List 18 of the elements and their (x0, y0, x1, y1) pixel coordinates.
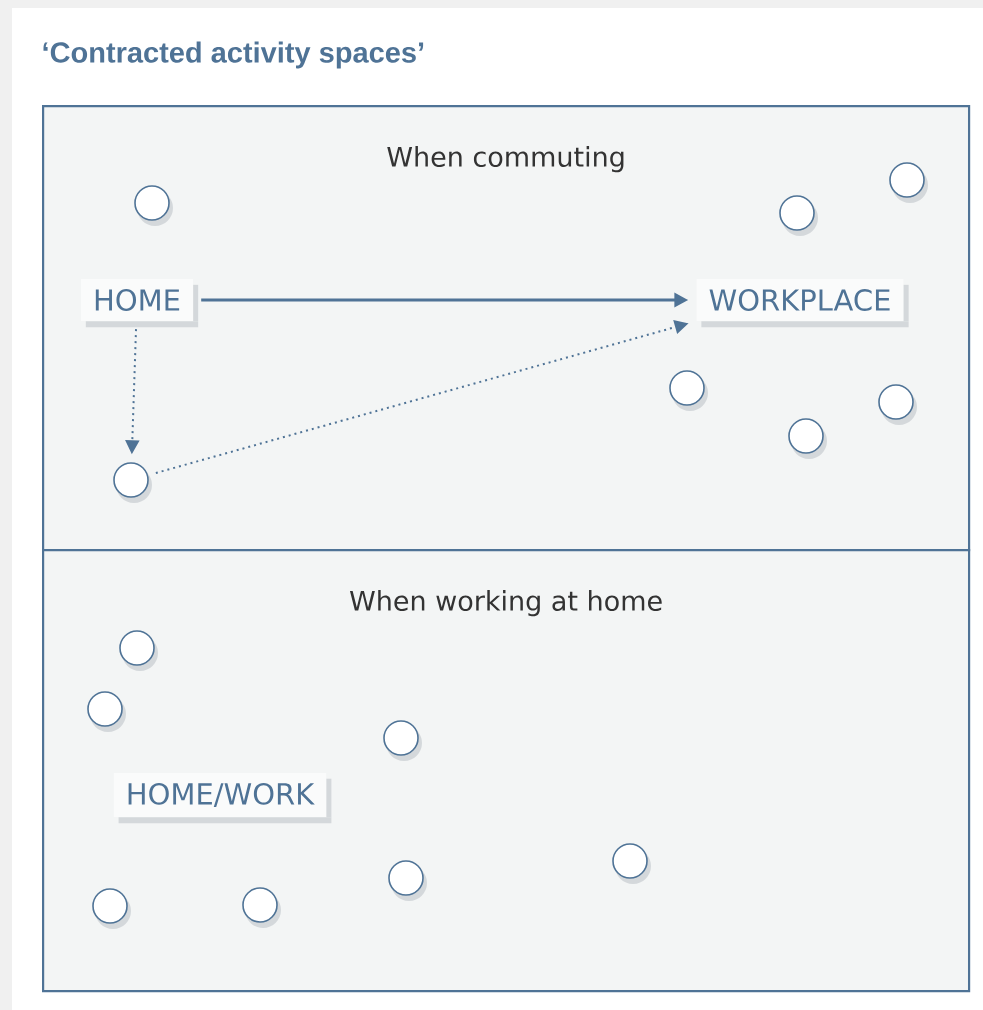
place-circle (119, 630, 158, 671)
place-circle (878, 384, 917, 425)
label-box: WORKPLACE (696, 279, 909, 328)
place-circle (242, 887, 281, 928)
place-circle (113, 462, 152, 503)
place-circle (779, 195, 818, 236)
place-circle (889, 162, 928, 203)
place-circle (669, 370, 708, 411)
place-circle (612, 843, 651, 884)
place-circle (92, 888, 131, 929)
label-box: HOME (81, 279, 199, 328)
place-circle (383, 720, 422, 761)
place-circle (87, 691, 126, 732)
place-circle (134, 185, 173, 226)
place-circle (788, 418, 827, 459)
label-box: HOME/WORK (113, 772, 332, 824)
title: ‘Contracted activity spaces’ (43, 41, 424, 69)
place-circle (388, 860, 427, 901)
